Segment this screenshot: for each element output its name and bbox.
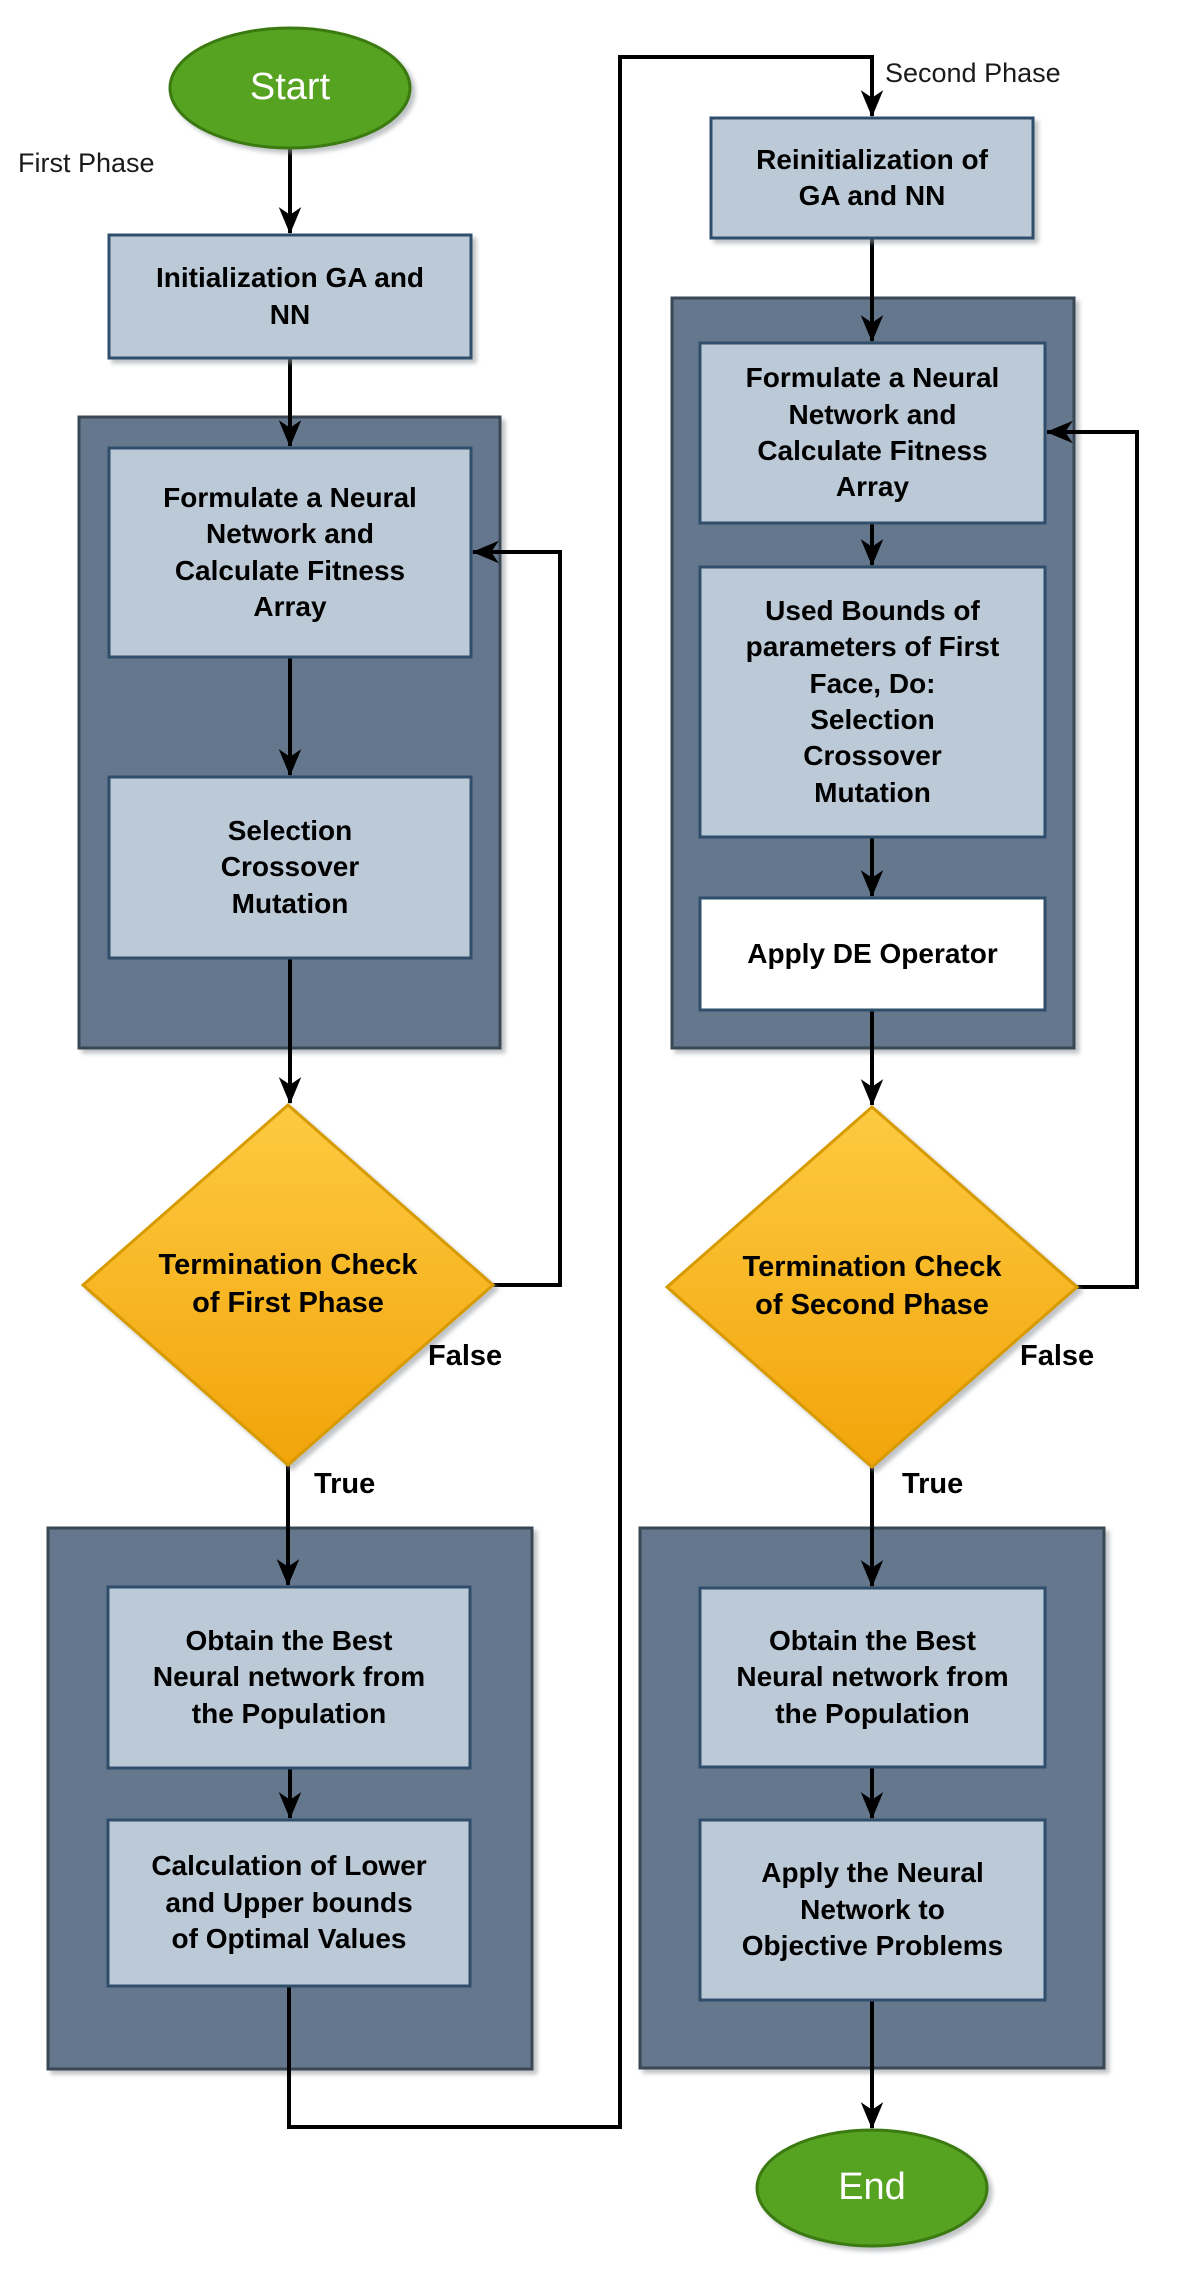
init-label: Initialization GA and NN <box>155 262 425 330</box>
reinit-label: Reinitialization of GA and NN <box>756 143 988 211</box>
edge-decision1-false-loop <box>471 540 562 1287</box>
decision2-false-label: False <box>1020 1340 1095 1372</box>
end-terminator-shape <box>755 2128 989 2248</box>
selection1-node-shape <box>107 775 473 960</box>
edge-calc-to-reinit-phase-link <box>287 55 884 2129</box>
calc-bounds-node-shape <box>106 1818 472 1988</box>
obtain1-label: Obtain the Best Neural network from the … <box>152 1624 426 1729</box>
apply-de-label: Apply DE Operator <box>747 937 998 969</box>
formulate2-label: Formulate a Neural Network and Calculate… <box>745 362 1000 503</box>
reinit-node-shape <box>709 116 1035 240</box>
decision2-true-label: True <box>902 1468 964 1500</box>
decision2-label: Termination Check of Second Phase <box>742 1251 1002 1321</box>
used-bounds-label: Used Bounds of parameters of First Face,… <box>745 594 1000 808</box>
apply-nn-node-shape <box>698 1818 1047 2002</box>
apply-de-node-shape <box>698 896 1047 1012</box>
first-phase-label: First Phase <box>18 148 155 178</box>
end-label: End <box>838 2166 906 2209</box>
start-terminator-shape <box>168 26 412 150</box>
obtain2-node-shape <box>698 1586 1047 1769</box>
used-bounds-node-shape <box>698 565 1047 839</box>
decision1-label: Termination Check of First Phase <box>158 1249 418 1319</box>
decision2-diamond-shape <box>664 1105 1080 1469</box>
second-phase-label: Second Phase <box>885 58 1061 88</box>
calc-bounds-label: Calculation of Lower and Upper bounds of… <box>151 1850 427 1955</box>
decision1-diamond-shape <box>80 1103 496 1467</box>
init-node-shape <box>107 233 473 360</box>
selection1-label: Selection Crossover Mutation <box>220 814 360 919</box>
apply-nn-label: Apply the Neural Network to Objective Pr… <box>741 1857 1004 1962</box>
formulate1-label: Formulate a Neural Network and Calculate… <box>163 481 417 622</box>
edge-decision2-false-loop <box>1045 420 1139 1289</box>
obtain1-node-shape <box>106 1585 472 1770</box>
decision1-true-label: True <box>314 1468 376 1500</box>
start-label: Start <box>249 66 331 109</box>
formulate1-node-shape <box>107 446 473 659</box>
formulate2-node-shape <box>698 341 1047 525</box>
decision1-false-label: False <box>428 1340 503 1372</box>
obtain2-label: Obtain the Best Neural network from the … <box>736 1624 1009 1729</box>
